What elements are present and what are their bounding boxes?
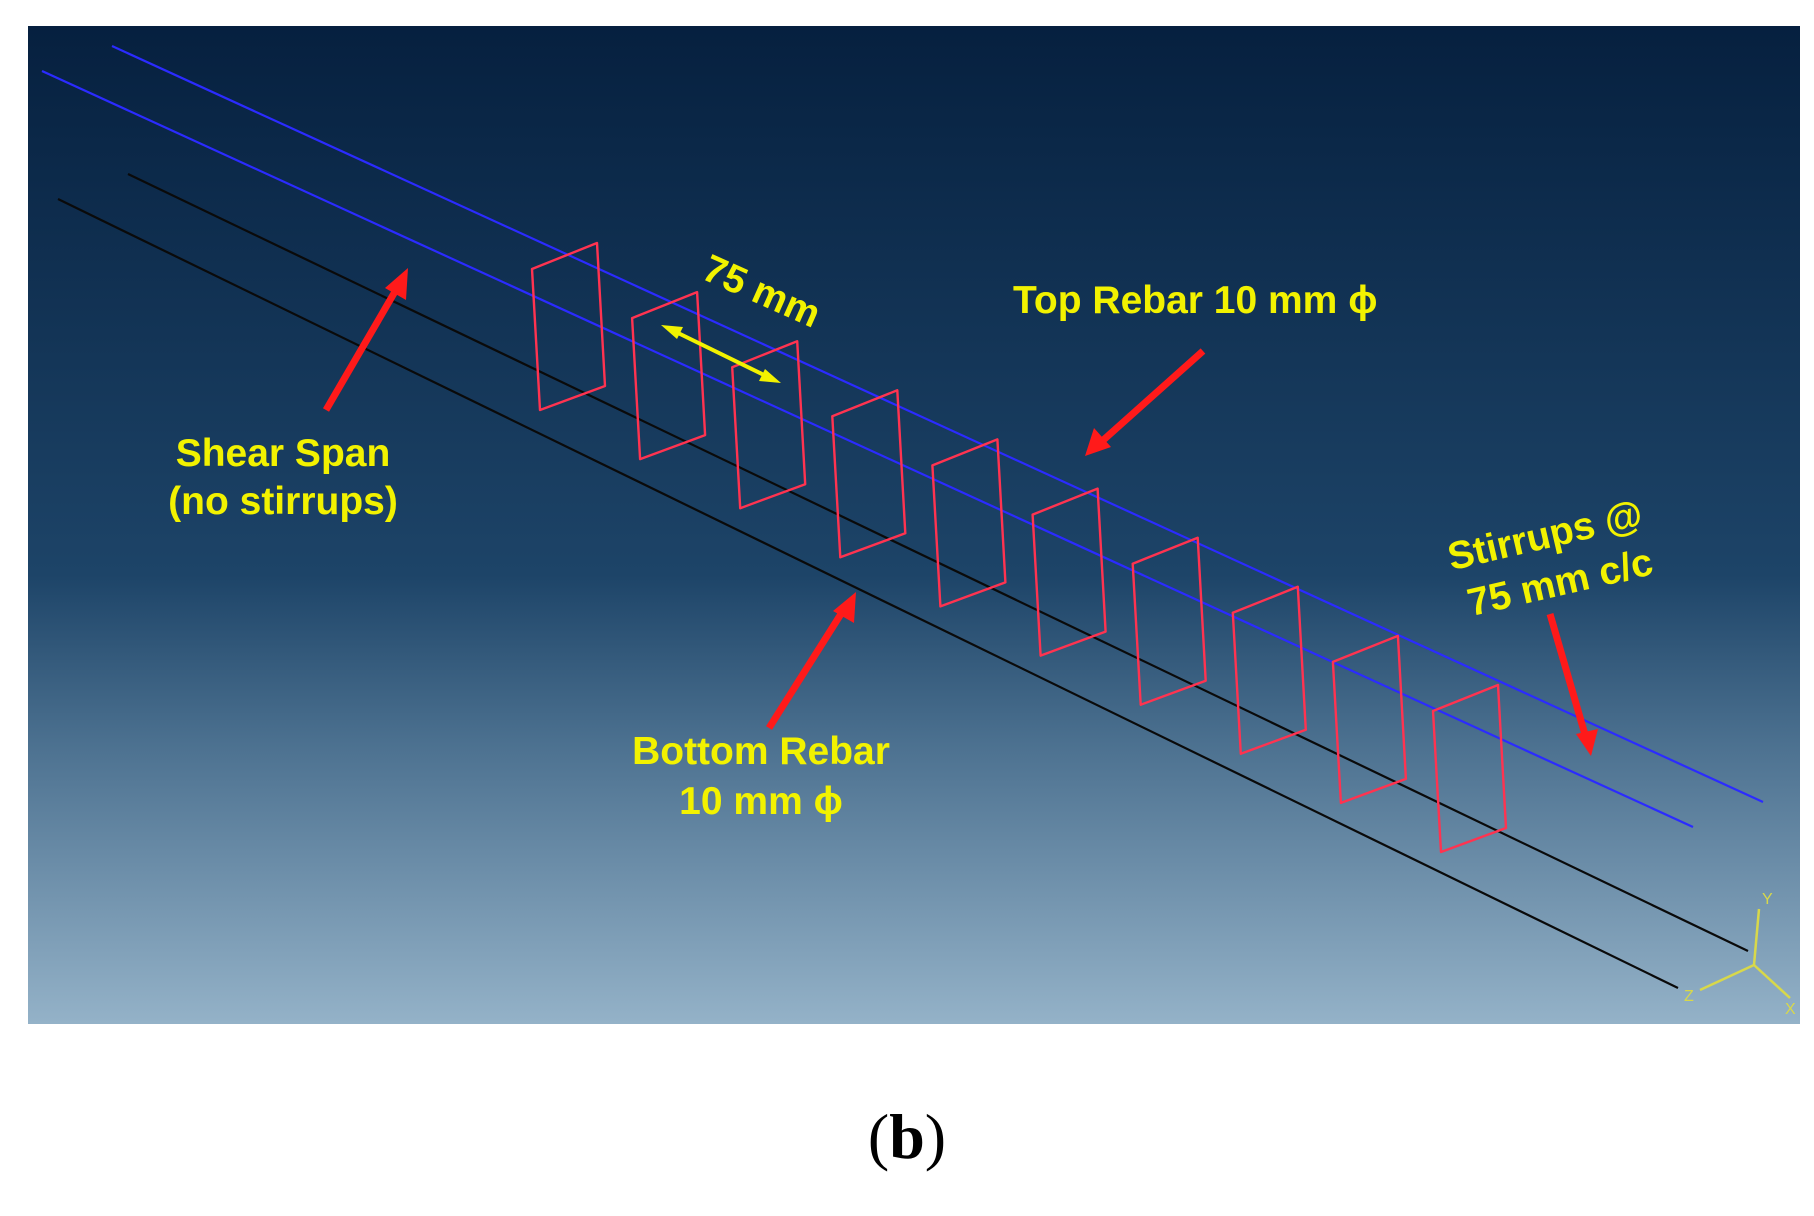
stirrup-frame <box>530 241 607 412</box>
stirrup-frame <box>630 290 707 461</box>
stirrups <box>530 241 1508 854</box>
spacing-dimension <box>661 325 781 383</box>
triad-z-axis <box>1699 963 1755 992</box>
triad-y-label: Y <box>1762 891 1773 908</box>
stirrups-arrow <box>1546 613 1590 739</box>
bottom-rebar-front <box>57 198 1679 989</box>
label-arrows <box>322 268 1598 756</box>
top-rebar-back <box>111 44 1764 804</box>
stirrups-arrowhead <box>1576 729 1598 756</box>
top-rebar-label: Top Rebar 10 mm ϕ <box>1013 279 1377 322</box>
triad-y-axis <box>1752 908 1761 966</box>
stirrup-frame <box>1231 585 1308 755</box>
triad-z-label: Z <box>1684 988 1694 1005</box>
shear-span-label-line2: (no stirrups) <box>168 480 398 523</box>
caption-close-paren: ) <box>924 1101 947 1172</box>
caption-letter: b <box>889 1101 925 1172</box>
viewport-background <box>28 26 1800 1024</box>
stirrup-frame <box>1331 634 1408 805</box>
top-rebar-arrowhead <box>1085 428 1111 456</box>
bottom-rebar-arrowhead <box>833 592 856 623</box>
shear-span-arrowhead <box>385 268 408 300</box>
stirrup-frame <box>1031 487 1107 657</box>
figure-caption: (b) <box>0 1105 1814 1169</box>
triad-x-label: X <box>1785 1001 1796 1018</box>
shear-span-label-line1: Shear Span <box>176 432 391 475</box>
stirrup-frame <box>1131 536 1207 706</box>
spacing-dimension-line <box>675 330 767 378</box>
shear-span-arrow <box>322 281 404 412</box>
stirrup-frame <box>1431 683 1508 854</box>
coordinate-triad-icon: Y Z X <box>1684 891 1796 1018</box>
model-viewport: 75 mm Top Rebar 10 mm ϕ Shear Span (no s… <box>28 26 1800 1024</box>
bottom-rebar-arrow <box>766 604 849 730</box>
top-rebar-front <box>41 69 1694 829</box>
spacing-arrowhead-left <box>661 325 683 339</box>
top-rebar-arrow <box>1097 348 1206 446</box>
stirrup-frame <box>931 438 1007 608</box>
bottom-rebar-label-line1: Bottom Rebar <box>632 730 890 773</box>
spacing-arrowhead-right <box>759 369 781 383</box>
stirrup-frame <box>831 389 907 559</box>
triad-x-axis <box>1753 964 1791 999</box>
caption-open-paren: ( <box>867 1101 890 1172</box>
bottom-rebar-label-line2: 10 mm ϕ <box>679 780 843 823</box>
stirrup-frame <box>731 340 807 510</box>
